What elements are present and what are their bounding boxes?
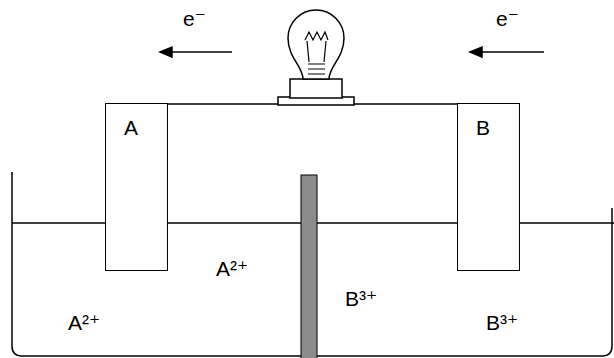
porous-partition <box>301 175 317 358</box>
electrode-label: B <box>458 104 519 140</box>
bulb-glass <box>288 10 344 79</box>
ion-label: B³⁺ <box>345 288 377 309</box>
ion-label: B³⁺ <box>486 312 518 333</box>
electron-arrows <box>160 47 544 57</box>
arrow-head <box>470 47 482 57</box>
electrode: B <box>457 103 520 271</box>
electron-label: e⁻ <box>183 8 206 29</box>
electrode: A <box>105 103 168 271</box>
light-bulb <box>278 10 354 105</box>
ion-label: A²⁺ <box>216 258 248 279</box>
electron-label: e⁻ <box>496 8 519 29</box>
bulb-thread <box>308 64 325 74</box>
electrode-label: A <box>106 104 167 140</box>
ion-label: A²⁺ <box>68 312 100 333</box>
bulb-base <box>290 79 342 98</box>
arrow-head <box>160 47 172 57</box>
filament <box>305 32 328 40</box>
electron-arrow <box>478 51 544 53</box>
filament-wires <box>307 41 326 62</box>
electron-arrow <box>168 51 232 53</box>
